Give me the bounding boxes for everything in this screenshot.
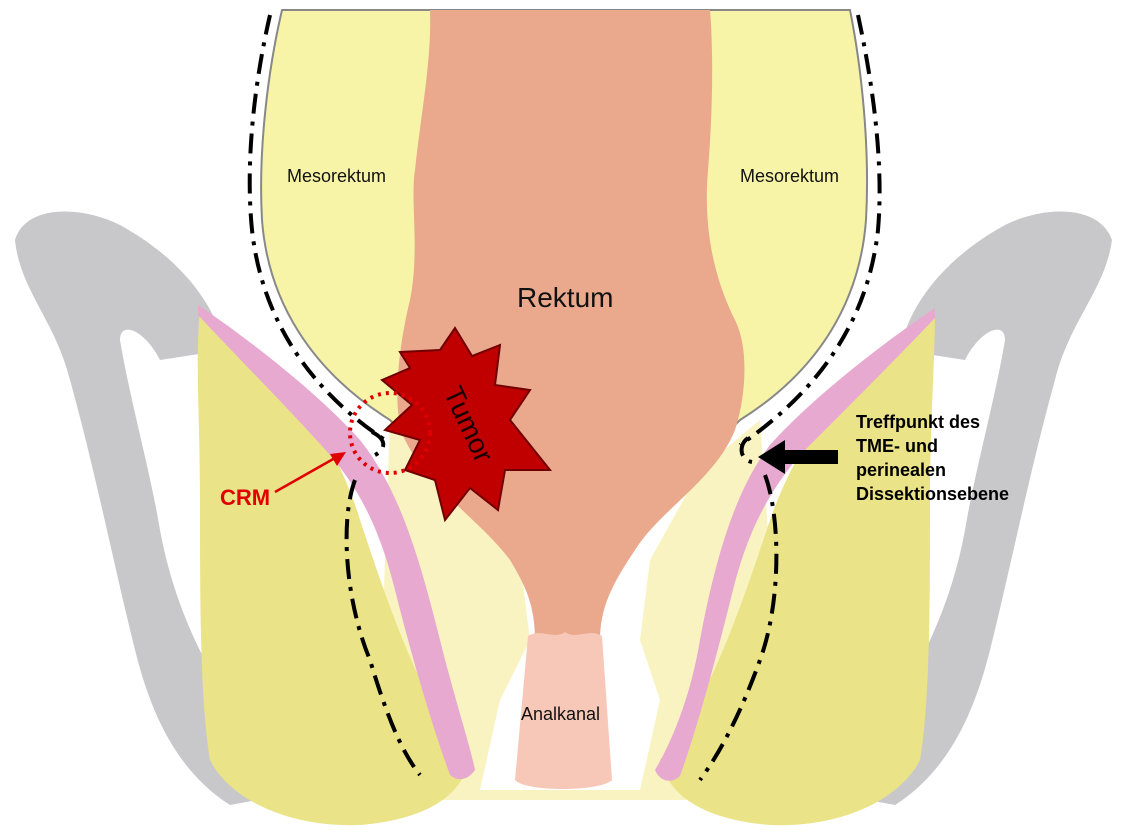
analkanal-label: Analkanal xyxy=(521,704,600,724)
treffpunkt-arrow-shaft xyxy=(780,450,838,464)
treffpunkt-label-line-1: Treffpunkt des xyxy=(856,412,980,432)
treffpunkt-label-line-4: Dissektionsebene xyxy=(856,484,1009,504)
mesorektum-right-label: Mesorektum xyxy=(740,166,839,186)
treffpunkt-label-line-2: TME- und xyxy=(856,436,938,456)
treffpunkt-label-line-3: perinealen xyxy=(856,460,946,480)
rektum-label: Rektum xyxy=(517,282,613,313)
crm-label: CRM xyxy=(220,485,270,510)
mesorektum-left-label: Mesorektum xyxy=(287,166,386,186)
